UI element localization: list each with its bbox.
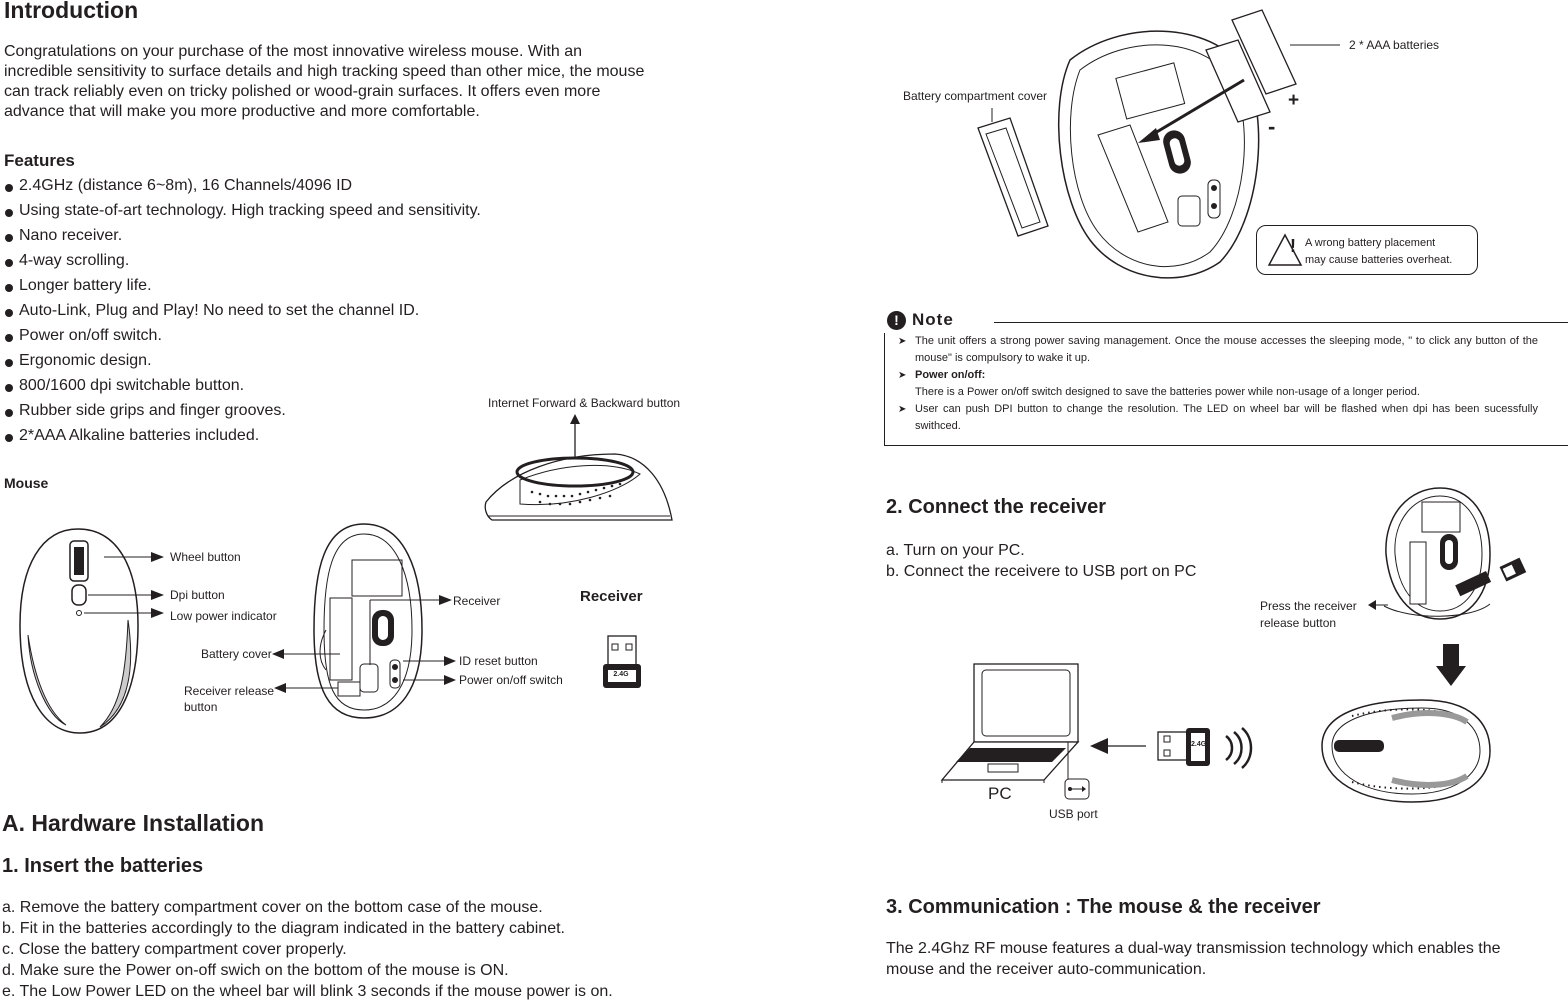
intro-paragraph: Congratulations on your purchase of the … [4, 42, 684, 122]
power-switch-label: Power on/off switch [459, 673, 563, 687]
step1-line: d. Make sure the Power on-off swich on t… [2, 962, 509, 979]
press-receiver-label: Press the receiver release button [1260, 598, 1357, 632]
receiver-chip-label: 2.4G [613, 671, 629, 678]
feature-item: Rubber side grips and finger grooves. [4, 401, 524, 426]
warning-text-line: A wrong battery placement [1305, 237, 1436, 249]
warning-symbol: ! [1290, 236, 1296, 256]
intro-title: Introduction [4, 0, 139, 23]
feature-item: Longer battery life. [4, 276, 524, 301]
id-reset-label: ID reset button [459, 654, 538, 668]
receiver-release-label: Receiver release button [184, 683, 274, 715]
dpi-button-label: Dpi button [170, 588, 225, 602]
receiver-dongle-icon [603, 635, 641, 688]
step1-instructions: a. Remove the battery compartment cover … [2, 897, 613, 1002]
step1-line: b. Fit in the batteries accordingly to t… [2, 920, 565, 937]
step1-title: 1. Insert the batteries [2, 855, 204, 877]
feature-item: Auto-Link, Plug and Play! No need to set… [4, 301, 524, 326]
laptop-icon [940, 663, 1080, 783]
mouse-top-side-view [1321, 699, 1491, 803]
to-pc-arrow-icon [1090, 738, 1146, 754]
communication-line: mouse and the receiver auto-communicatio… [886, 961, 1207, 978]
hardware-title: A. Hardware Installation [2, 810, 265, 836]
note-header: ! Note [884, 309, 994, 333]
receiver-release-label-line: button [184, 700, 218, 714]
note-paragraph-2: There is a Power on/off switch designed … [915, 386, 1420, 398]
battery-cover-fig-label: Battery compartment cover [903, 89, 1048, 103]
pc-label: PC [988, 784, 1012, 803]
mouse-side-view [484, 414, 673, 521]
note-bullet-icon: ➤ [898, 370, 907, 381]
features-list: 2.4GHz (distance 6~8m), 16 Channels/4096… [4, 176, 524, 451]
step1-line: c. Close the battery compartment cover p… [2, 941, 347, 958]
receiver-slot-label: Receiver [453, 594, 501, 608]
press-receiver-label-line: release button [1260, 616, 1337, 630]
battery-insertion-diagram [977, 9, 1340, 279]
receiver-release-label-line: Receiver release [184, 684, 275, 698]
feature-item: Nano receiver. [4, 226, 524, 251]
intro-line: advance that will make you more producti… [4, 103, 480, 120]
mouse-receiver-release-diagram [1383, 487, 1527, 620]
press-receiver-label-line: Press the receiver [1260, 599, 1357, 613]
connect-instructions: a. Turn on your PC. b. Connect the recei… [886, 540, 1196, 582]
intro-line: can track reliably even on tricky polish… [4, 83, 601, 100]
note-bullet-icon: ➤ [898, 404, 907, 415]
note-exclamation-icon: ! [887, 311, 906, 330]
mouse-bottom-view [272, 523, 456, 719]
feature-item: Power on/off switch. [4, 326, 524, 351]
low-power-label: Low power indicator [170, 609, 277, 623]
minus-sign: - [1268, 114, 1276, 139]
feature-item: 2.4GHz (distance 6~8m), 16 Channels/4096… [4, 176, 524, 201]
connect-title: 2. Connect the receiver [886, 496, 1107, 518]
intro-line: Congratulations on your purchase of the … [4, 43, 583, 60]
receiver-title: Receiver [580, 588, 643, 605]
wheel-button-label: Wheel button [170, 550, 241, 564]
step1-line: a. Remove the battery compartment cover … [2, 899, 543, 916]
feature-item: 800/1600 dpi switchable button. [4, 376, 524, 401]
usb-port-label: USB port [1049, 807, 1098, 821]
usb-receiver-icon [1157, 727, 1253, 769]
feature-item: Using state-of-art technology. High trac… [4, 201, 524, 226]
communication-title: 3. Communication : The mouse & the recei… [886, 896, 1321, 918]
release-arrow-icon [1368, 600, 1388, 610]
note-power-title: Power on/off: [915, 369, 986, 381]
internet-button-label: Internet Forward & Backward button [488, 396, 681, 410]
communication-line: The 2.4Ghz RF mouse features a dual-way … [886, 940, 1501, 957]
warning-text-line: may cause batteries overheat. [1305, 254, 1453, 266]
warning-text: A wrong battery placement may cause batt… [1305, 235, 1452, 269]
note-bullet-icon: ➤ [898, 336, 907, 347]
intro-line: incredible sensitivity to surface detail… [4, 63, 645, 80]
note-paragraph-1: The unit offers a strong power saving ma… [915, 335, 1538, 364]
plus-sign: + [1288, 90, 1300, 111]
usb-port-icon [1064, 778, 1090, 800]
note-box: ➤ The unit offers a strong power saving … [884, 322, 1568, 446]
mouse-top-view [19, 528, 164, 734]
features-title: Features [4, 151, 75, 170]
connect-line: b. Connect the receivere to USB port on … [886, 563, 1197, 580]
feature-item: Ergonomic design. [4, 351, 524, 376]
step1-line: e. The Low Power LED on the wheel bar wi… [2, 983, 613, 1000]
communication-text: The 2.4Ghz RF mouse features a dual-way … [886, 938, 1501, 980]
down-arrow-icon [1436, 644, 1466, 686]
mouse-title: Mouse [4, 475, 49, 491]
connect-line: a. Turn on your PC. [886, 542, 1025, 559]
note-content: ➤ The unit offers a strong power saving … [898, 333, 1538, 435]
batteries-label: 2 * AAA batteries [1349, 38, 1440, 52]
battery-cover-label: Battery cover [201, 647, 272, 661]
feature-item: 4-way scrolling. [4, 251, 524, 276]
warning-triangle-icon [1267, 233, 1303, 266]
note-title: Note [912, 310, 954, 329]
feature-item: 2*AAA Alkaline batteries included. [4, 426, 524, 451]
battery-warning-box: ! A wrong battery placement may cause ba… [1256, 225, 1478, 275]
usb-receiver-chip-label: 2.4G [1191, 741, 1207, 748]
note-paragraph-3: User can push DPI button to change the r… [915, 403, 1538, 432]
